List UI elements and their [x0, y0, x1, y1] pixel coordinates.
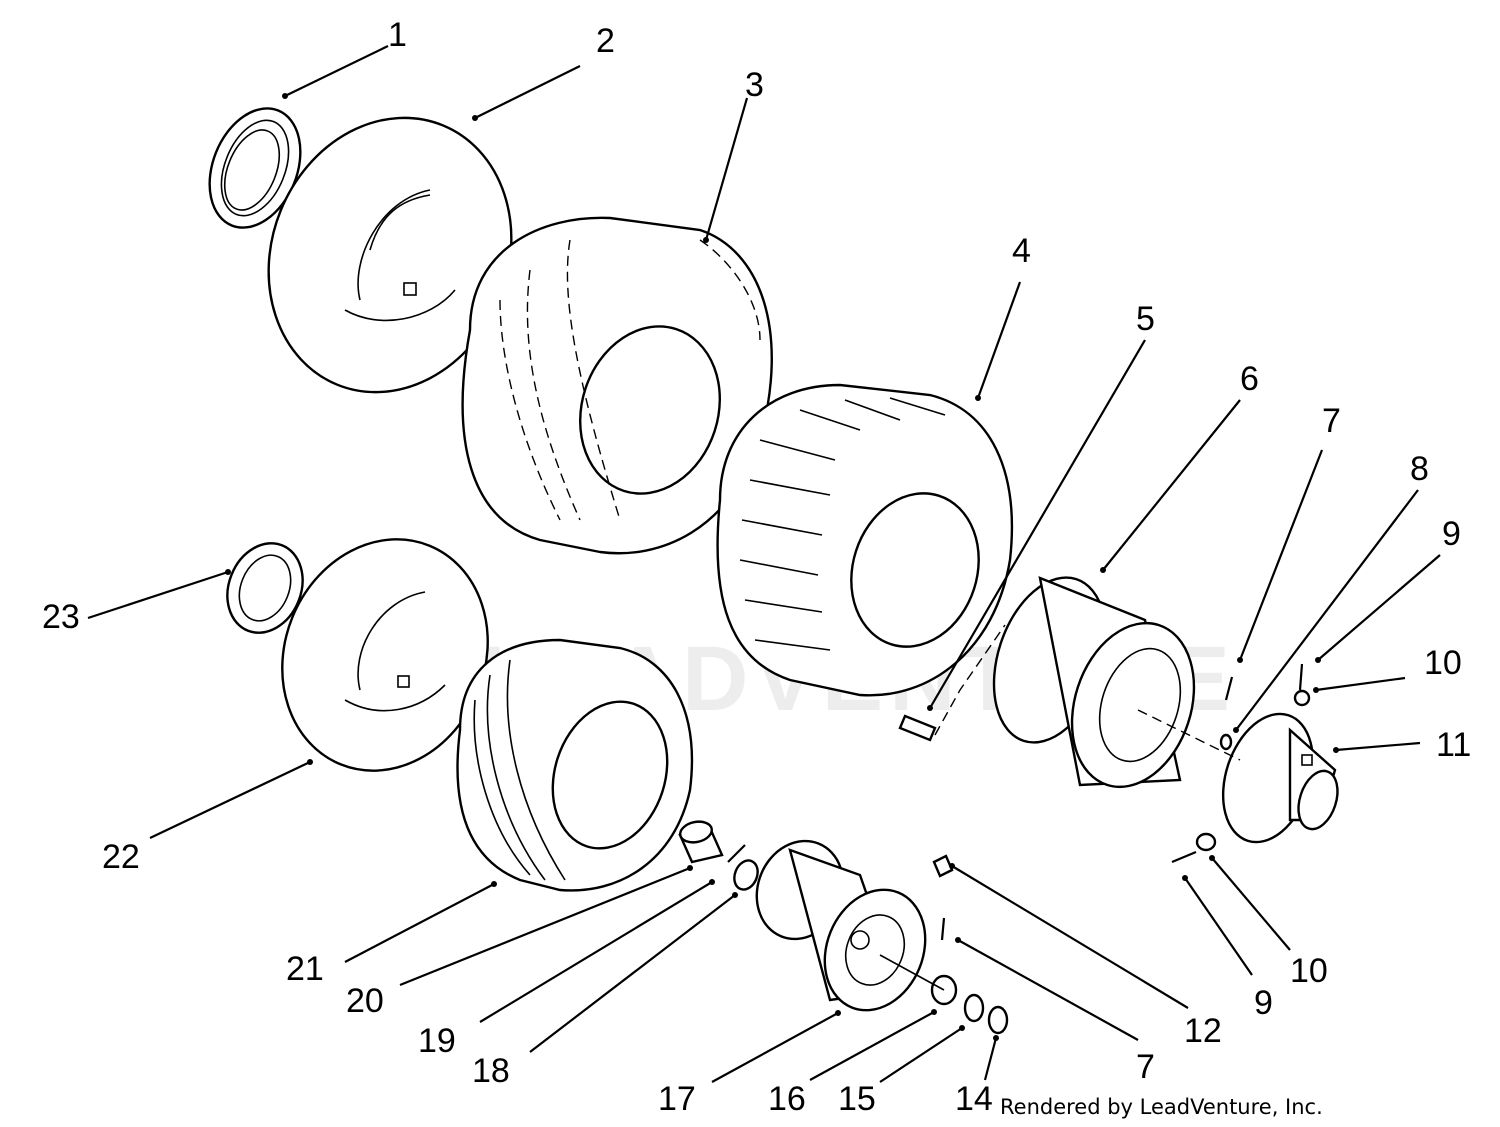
part-19-pin [727, 844, 746, 863]
part-7-bolt-upper [1224, 676, 1234, 701]
part-5-valve-stem [898, 714, 937, 742]
part-14-washer [987, 1005, 1009, 1035]
part-7-bolt-lower [940, 917, 946, 941]
callout-4: 4 [1012, 232, 1031, 270]
callout-16: 16 [768, 1080, 806, 1118]
callout-17: 17 [658, 1080, 696, 1118]
callout-14: 14 [955, 1080, 993, 1118]
part-6-wheel-rim [992, 576, 1196, 789]
callout-8: 8 [1410, 450, 1429, 488]
callout-10-upper: 10 [1424, 644, 1462, 682]
part-2-inner-tube [267, 116, 513, 394]
callout-15: 15 [838, 1080, 876, 1118]
leader-dots [225, 93, 1339, 1041]
part-10-nut-upper [1293, 689, 1311, 707]
callout-11: 11 [1436, 726, 1471, 764]
callout-6: 6 [1240, 360, 1259, 398]
callout-18: 18 [472, 1052, 510, 1090]
part-10-nut-lower [1195, 832, 1217, 852]
render-credit: Rendered by LeadVenture, Inc. [1000, 1095, 1323, 1119]
callout-20: 20 [346, 982, 384, 1020]
part-20-bushing [678, 820, 724, 864]
callout-10-lower: 10 [1290, 952, 1328, 990]
part-11-hub [1221, 712, 1339, 844]
part-9-bolt-lower [1171, 850, 1197, 864]
callout-labels: 1 2 3 4 5 6 7 8 9 10 11 23 22 21 20 19 1… [42, 16, 1471, 1118]
part-18-washer [733, 859, 759, 891]
leader-lines [87, 45, 1441, 1083]
callout-21: 21 [286, 950, 324, 988]
callout-1: 1 [388, 16, 407, 54]
callout-5: 5 [1136, 300, 1155, 338]
callout-7-upper: 7 [1322, 402, 1341, 440]
part-9-bolt-upper [1298, 663, 1304, 691]
part-23-rim-strip [226, 542, 304, 634]
callout-7-lower: 7 [1136, 1048, 1155, 1086]
part-4-lug-tire [716, 383, 1014, 697]
callout-2: 2 [596, 22, 615, 60]
callout-22: 22 [102, 838, 140, 876]
callout-23: 23 [42, 598, 80, 636]
part-15-seal [963, 993, 985, 1023]
callout-3: 3 [745, 66, 764, 104]
part-3-turf-tire [461, 216, 773, 555]
part-8-nut [1219, 733, 1233, 751]
callout-12: 12 [1184, 1012, 1222, 1050]
part-21-ribbed-tire [456, 638, 694, 892]
part-12-nut [932, 854, 954, 878]
callout-9-lower: 9 [1254, 984, 1273, 1022]
callout-9-upper: 9 [1442, 515, 1461, 553]
part-17-wheel-rim [755, 839, 927, 1012]
callout-19: 19 [418, 1022, 456, 1060]
